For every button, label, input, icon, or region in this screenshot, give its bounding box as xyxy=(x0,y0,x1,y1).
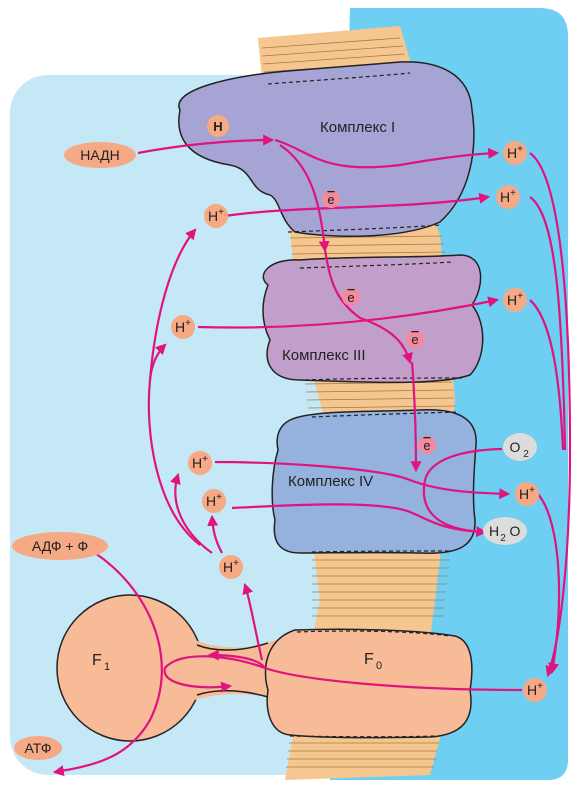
proton-bubble-3: Н+ xyxy=(503,288,527,312)
electron-bubble-3: e xyxy=(406,330,424,348)
svg-text:O: O xyxy=(510,439,521,455)
svg-text:2: 2 xyxy=(500,533,506,544)
proton-bubble-8: Н+ xyxy=(188,451,212,475)
svg-text:F: F xyxy=(92,652,102,669)
proton-bubble-1: Н+ xyxy=(503,141,527,165)
svg-text:e: e xyxy=(411,332,418,347)
nadh-bubble: НАДН xyxy=(64,142,136,168)
electron-bubble-1: e xyxy=(322,190,340,208)
proton-bubble-2: Н+ xyxy=(496,185,520,209)
proton-charge: + xyxy=(216,492,222,503)
proton-symbol: Н xyxy=(223,559,233,575)
proton-symbol: Н xyxy=(192,455,202,471)
proton-symbol: Н xyxy=(206,493,216,509)
proton-symbol: Н xyxy=(519,486,529,502)
proton-charge: + xyxy=(537,681,543,692)
proton-symbol: Н xyxy=(208,208,218,224)
svg-text:1: 1 xyxy=(104,661,110,673)
complex-one-label: Комплекс I xyxy=(320,119,395,136)
proton-symbol: Н xyxy=(507,292,517,308)
f1-subunit xyxy=(57,595,203,741)
complex-four-label: Комплекс IV xyxy=(288,473,373,490)
hydrogen-atom-bubble: Н xyxy=(207,115,229,137)
proton-symbol: Н xyxy=(175,319,185,335)
proton-charge: + xyxy=(233,558,239,569)
electron-bubble-4: e xyxy=(418,436,436,454)
proton-bubble-5: Н+ xyxy=(523,678,547,702)
proton-charge: + xyxy=(517,144,523,155)
proton-bubble-10: Н+ xyxy=(219,555,243,579)
svg-text:АТФ: АТФ xyxy=(25,740,52,756)
adp-bubble: АДФ + Ф xyxy=(12,532,108,560)
proton-bubble-4: Н+ xyxy=(515,482,539,506)
electron-bubble-2: e xyxy=(342,288,360,306)
proton-symbol: Н xyxy=(500,189,510,205)
svg-text:Н: Н xyxy=(213,119,222,134)
svg-text:H: H xyxy=(489,523,499,539)
svg-text:АДФ + Ф: АДФ + Ф xyxy=(32,538,88,554)
svg-text:e: e xyxy=(347,290,354,305)
svg-text:F: F xyxy=(364,651,374,668)
proton-charge: + xyxy=(529,485,535,496)
atp-bubble: АТФ xyxy=(14,736,62,760)
proton-bubble-6: Н+ xyxy=(204,204,228,228)
proton-charge: + xyxy=(185,318,191,329)
h2o-bubble: H 2 O xyxy=(483,517,527,545)
proton-bubble-7: Н+ xyxy=(171,315,195,339)
o2-bubble: O 2 xyxy=(503,433,537,461)
proton-charge: + xyxy=(517,291,523,302)
proton-bubble-9: Н+ xyxy=(202,489,226,513)
proton-charge: + xyxy=(510,188,516,199)
svg-text:2: 2 xyxy=(523,449,529,460)
proton-charge: + xyxy=(202,454,208,465)
svg-text:0: 0 xyxy=(376,660,382,672)
svg-text:e: e xyxy=(327,192,334,207)
svg-text:НАДН: НАДН xyxy=(80,147,120,163)
svg-text:e: e xyxy=(423,438,430,453)
complex-three-label: Комплекс III xyxy=(282,347,366,364)
proton-charge: + xyxy=(218,207,224,218)
svg-text:O: O xyxy=(510,523,521,539)
proton-symbol: Н xyxy=(507,145,517,161)
proton-symbol: Н xyxy=(527,682,537,698)
